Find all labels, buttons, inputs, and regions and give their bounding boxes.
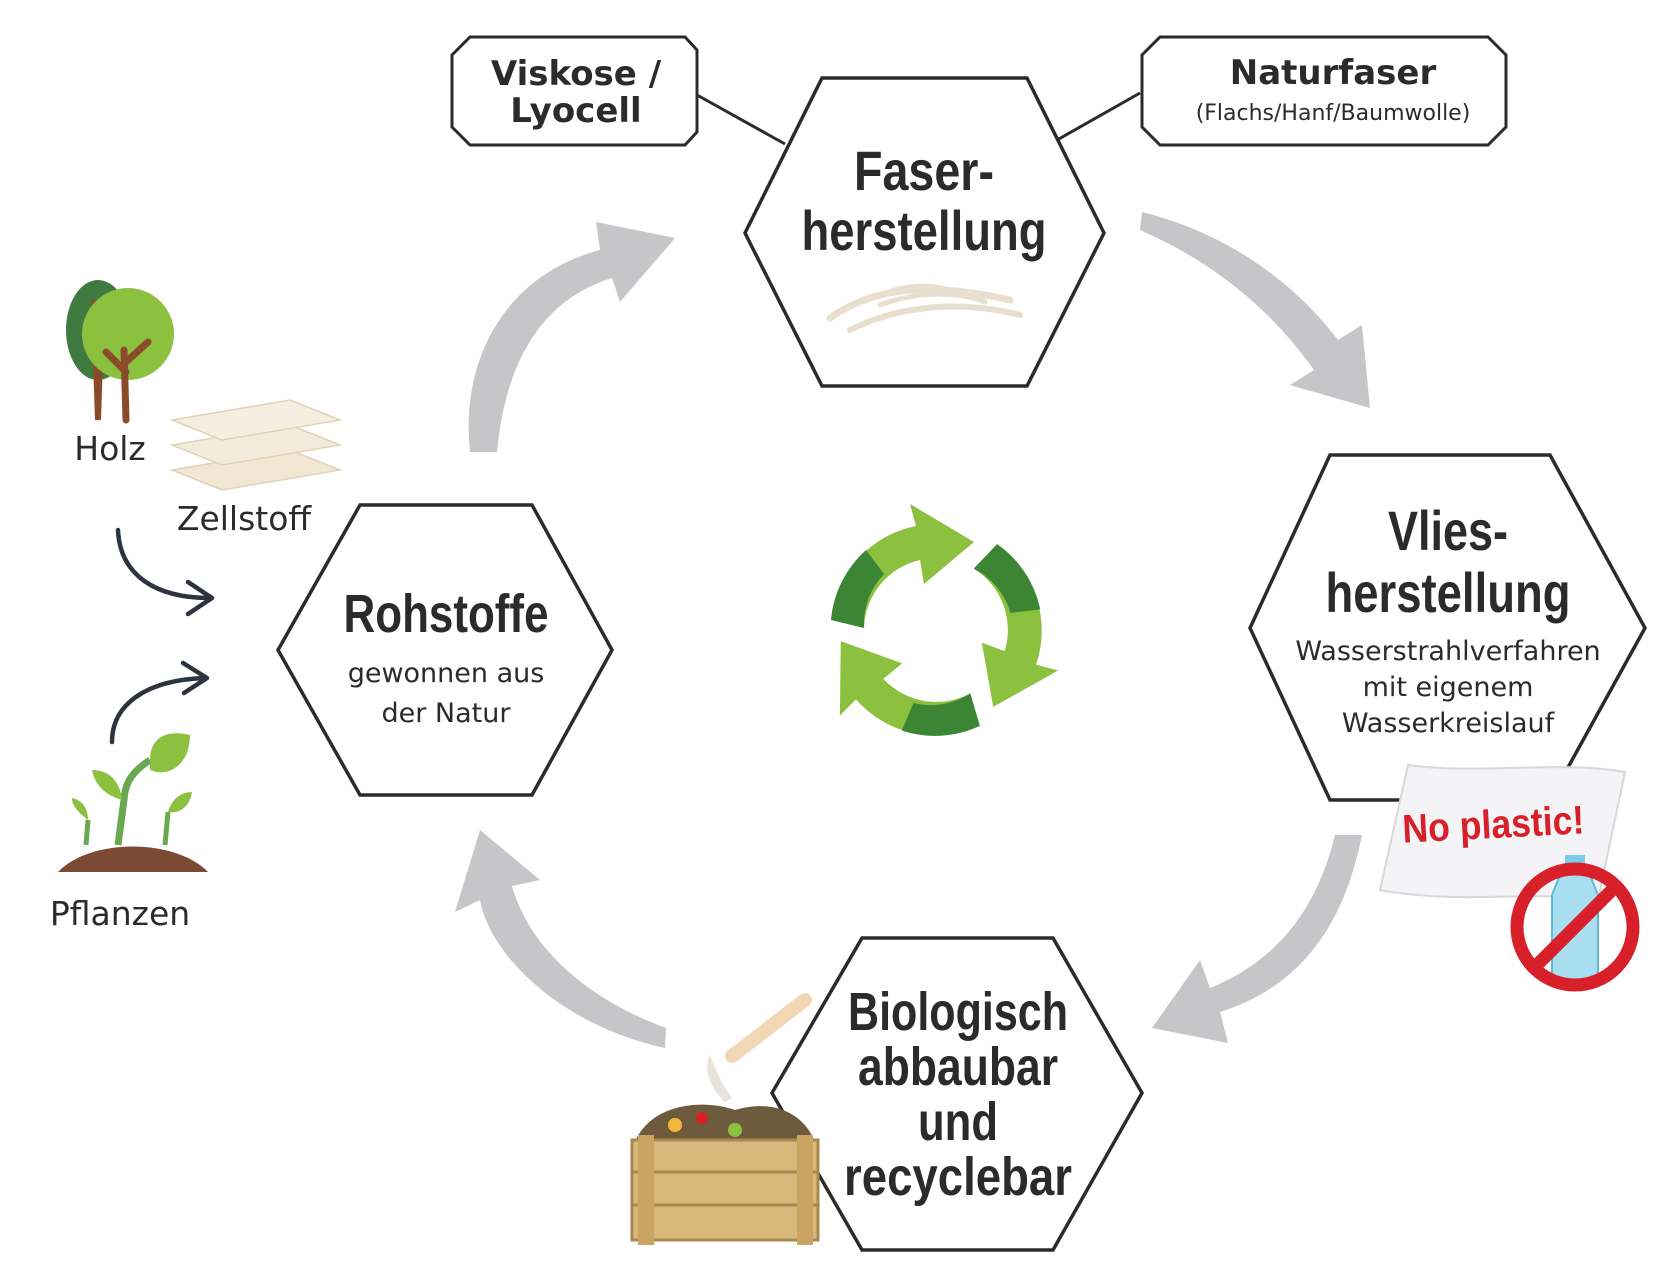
- tag-viskose-lyocell: Viskose / Lyocell: [450, 35, 699, 147]
- no-plastic-bottle-icon: [1510, 855, 1640, 992]
- connector-naturfaser: [1049, 91, 1141, 146]
- tag-naturfaser: Naturfaser (Flachs/Hanf/Baumwolle): [1140, 35, 1508, 147]
- vlies-title-line1: Vlies-: [1388, 499, 1508, 562]
- tag-viskose-line1: Viskose /: [491, 54, 662, 94]
- no-plastic-text: No plastic!: [1401, 798, 1585, 851]
- connector-viskose: [696, 93, 786, 146]
- rohstoffe-desc-line2: der Natur: [382, 698, 512, 729]
- node-biologisch-abbaubar: Biologisch abbaubar und recyclebar: [769, 936, 1145, 1252]
- flow-arrow-vlies-to-bio: [1152, 835, 1362, 1043]
- flow-arrow-faser-to-vlies: [1140, 212, 1370, 408]
- flow-arrow-roh-to-faser: [468, 222, 675, 452]
- arrow-holz-to-rohstoffe: [115, 527, 215, 617]
- rohstoffe-title: Rohstoffe: [344, 584, 549, 644]
- tag-naturfaser-title: Naturfaser: [1230, 53, 1437, 93]
- arrow-pflanzen-to-rohstoffe: [109, 660, 210, 745]
- source-holz-label: Holz: [74, 429, 146, 468]
- vlies-desc-line3: Wasserkreislauf: [1342, 708, 1556, 739]
- vlies-desc-line2: mit eigenem: [1363, 672, 1534, 703]
- bio-line4: recyclebar: [844, 1147, 1072, 1207]
- faser-title-line2: herstellung: [802, 199, 1047, 262]
- source-zellstoff-label: Zellstoff: [177, 499, 313, 538]
- node-faserherstellung: Faser- herstellung: [743, 76, 1106, 388]
- seedling-icon: [58, 733, 208, 872]
- vlies-desc-line1: Wasserstrahlverfahren: [1295, 636, 1600, 667]
- fiber-wisp-icon: [826, 283, 1023, 333]
- source-pflanzen-label: Pflanzen: [50, 894, 190, 933]
- recycle-icon: [807, 504, 1098, 784]
- bio-line3: und: [918, 1092, 998, 1152]
- pulp-sheets-icon: [169, 399, 343, 491]
- flow-arrow-bio-to-roh: [455, 830, 666, 1048]
- vlies-title-line2: herstellung: [1326, 561, 1571, 624]
- compost-crate-icon: [630, 993, 820, 1245]
- node-vliesherstellung: Vlies- herstellung Wasserstrahlverfahren…: [1248, 453, 1647, 802]
- bio-line2: abbaubar: [858, 1037, 1058, 1097]
- tree-icon: [66, 280, 174, 424]
- rohstoffe-desc-line1: gewonnen aus: [348, 658, 545, 689]
- node-rohstoffe: Rohstoffe gewonnen aus der Natur: [275, 503, 614, 797]
- tag-naturfaser-subtitle: (Flachs/Hanf/Baumwolle): [1196, 101, 1471, 126]
- tag-viskose-line2: Lyocell: [510, 91, 641, 131]
- faser-title-line1: Faser-: [854, 139, 994, 202]
- bio-line1: Biologisch: [848, 982, 1068, 1042]
